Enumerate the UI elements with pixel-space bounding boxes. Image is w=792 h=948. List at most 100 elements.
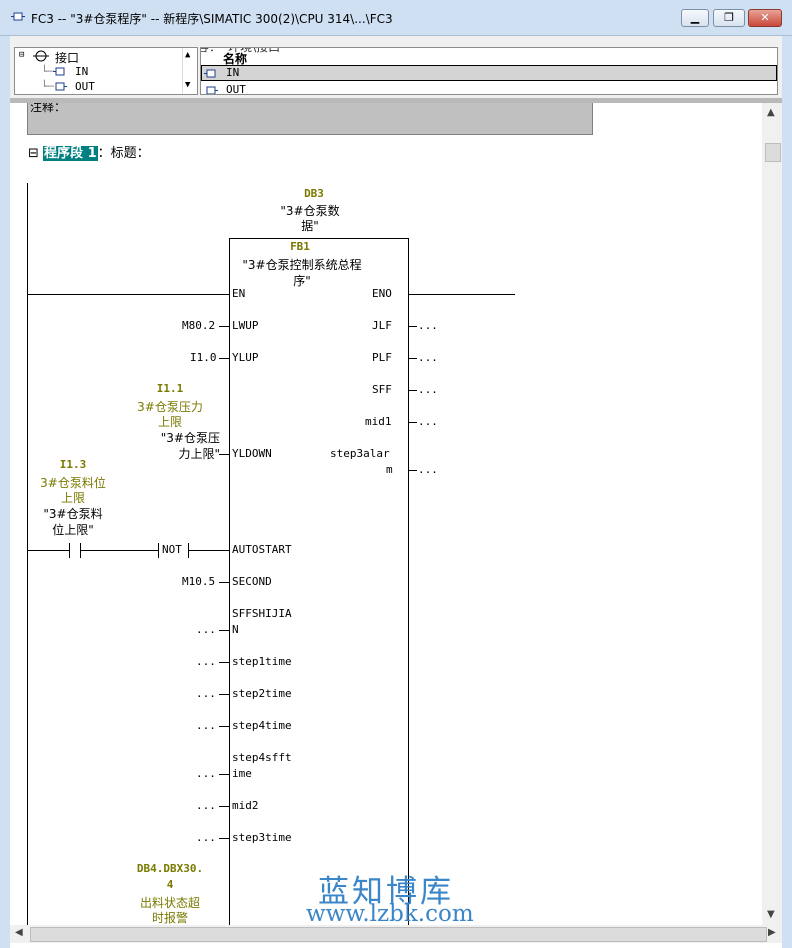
pin-autostart[interactable]: AUTOSTART <box>232 543 292 556</box>
actual-yldown-symbol-line1: "3#仓泵压 <box>160 431 220 445</box>
horizontal-scrollbar[interactable]: ◀ ▶ <box>10 925 782 943</box>
tree-item-in[interactable]: IN <box>75 65 89 78</box>
actual-sffshijian[interactable]: ... <box>196 623 216 636</box>
function-block-box[interactable] <box>229 238 409 925</box>
table-row-selected[interactable] <box>201 65 777 81</box>
function-block-icon <box>11 12 25 21</box>
fb-symbol-line2: 序" <box>293 274 311 288</box>
close-button[interactable]: ✕ <box>748 9 782 27</box>
contact-symbol-line1: "3#仓泵料 <box>43 507 103 521</box>
pin-yldown[interactable]: YLDOWN <box>232 447 272 460</box>
pin-step4sfftime-line2[interactable]: ime <box>232 767 252 780</box>
pin-step2time[interactable]: step2time <box>232 687 292 700</box>
maximize-button[interactable]: ❐ <box>713 9 745 27</box>
wire-mid2 <box>219 806 229 807</box>
pin-plf[interactable]: PLF <box>372 351 392 364</box>
in-param-icon <box>204 69 216 78</box>
output-jlf-value[interactable]: ... <box>418 319 438 332</box>
pin-eno[interactable]: ENO <box>372 287 392 300</box>
instance-db[interactable]: DB3 <box>304 187 324 200</box>
title-bar: FC3 -- "3#仓泵程序" -- 新程序\SIMATIC 300(2)\CP… <box>0 0 792 36</box>
contact-address[interactable]: I1.3 <box>59 458 87 471</box>
pin-ylup[interactable]: YLUP <box>232 351 259 364</box>
tree-root-label[interactable]: 接口 <box>55 51 80 65</box>
ladder-editor[interactable]: 注释： ⊟ 程序段 1：标题： DB3 "3#仓泵数 据" FB1 "3#仓泵控… <box>10 103 762 925</box>
close-icon: ✕ <box>760 11 770 24</box>
actual-lwup[interactable]: M80.2 <box>182 319 216 332</box>
pin-jlf[interactable]: JLF <box>372 319 392 332</box>
scroll-down-icon[interactable]: ▼ <box>767 909 775 920</box>
actual-yldown-address[interactable]: I1.1 <box>156 382 184 395</box>
maximize-icon: ❐ <box>724 11 734 24</box>
column-header-name[interactable]: 名称 <box>223 52 248 66</box>
interface-detail-table[interactable]: 内容： '环境\接口' 名称 IN OUT <box>200 47 778 95</box>
scroll-right-icon[interactable]: ▶ <box>768 927 776 938</box>
actual-step1time[interactable]: ... <box>196 655 216 668</box>
vertical-scrollbar[interactable]: ▲ ▼ <box>762 103 782 925</box>
pin-sffshijian-line1[interactable]: SFFSHIJIA <box>232 607 292 620</box>
actual-second[interactable]: M10.5 <box>182 575 216 588</box>
contact-comment-line1: 3#仓泵料位 <box>40 476 106 490</box>
wire-second <box>219 582 229 583</box>
fb-number[interactable]: FB1 <box>290 240 310 253</box>
pin-step3alarm-line1[interactable]: step3alar <box>330 447 390 460</box>
actual-bottom-address-line1[interactable]: DB4.DBX30. <box>136 862 204 875</box>
table-row-out[interactable]: OUT <box>226 83 246 95</box>
scroll-left-icon[interactable]: ◀ <box>15 927 23 938</box>
network-header: ⊟ 程序段 1：标题： <box>28 142 150 161</box>
scroll-up-icon[interactable]: ▲ <box>185 50 191 60</box>
pin-step3alarm-line2[interactable]: m <box>386 463 393 476</box>
scroll-down-icon[interactable]: ▼ <box>185 80 191 90</box>
pin-step1time[interactable]: step1time <box>232 655 292 668</box>
pin-lwup[interactable]: LWUP <box>232 319 259 332</box>
collapse-icon[interactable]: ⊟ <box>19 50 25 60</box>
panel-splitter[interactable] <box>10 98 782 103</box>
pin-step3time[interactable]: step3time <box>232 831 292 844</box>
minimize-button[interactable]: ▁ <box>681 9 709 27</box>
scroll-up-icon[interactable]: ▲ <box>767 107 775 118</box>
contact-symbol-line2: 位上限" <box>52 523 94 537</box>
out-param-icon <box>206 86 218 94</box>
network-title[interactable]: ：标题： <box>97 146 150 161</box>
actual-step2time[interactable]: ... <box>196 687 216 700</box>
output-mid1-value[interactable]: ... <box>418 415 438 428</box>
table-row-in[interactable]: IN <box>226 66 240 79</box>
pin-mid1[interactable]: mid1 <box>365 415 392 428</box>
actual-step3time[interactable]: ... <box>196 831 216 844</box>
tree-item-out[interactable]: OUT <box>75 80 95 93</box>
comment-box[interactable]: 注释： <box>27 103 593 135</box>
wire-step4time <box>219 726 229 727</box>
output-plf-value[interactable]: ... <box>418 351 438 364</box>
instance-db-symbol-line2: 据" <box>301 219 319 233</box>
pin-mid2[interactable]: mid2 <box>232 799 259 812</box>
output-step3alarm-value[interactable]: ... <box>418 463 438 476</box>
actual-mid2[interactable]: ... <box>196 799 216 812</box>
wire-step2time <box>219 694 229 695</box>
wire-contact-in <box>27 550 69 551</box>
output-sff-value[interactable]: ... <box>418 383 438 396</box>
network-label[interactable]: 程序段 1 <box>43 146 98 161</box>
actual-step4sfftime[interactable]: ... <box>196 767 216 780</box>
actual-step4time[interactable]: ... <box>196 719 216 732</box>
watermark-title: 蓝知博库 <box>318 874 454 910</box>
not-contact[interactable]: NOT <box>162 543 182 556</box>
window-border-right <box>782 36 792 948</box>
pin-step4sfftime-line1[interactable]: step4sfft <box>232 751 292 764</box>
tree-scrollbar[interactable]: ▲ ▼ <box>182 48 197 94</box>
pin-sff[interactable]: SFF <box>372 383 392 396</box>
pin-sffshijian-line2[interactable]: N <box>232 623 239 636</box>
pin-second[interactable]: SECOND <box>232 575 272 588</box>
watermark-url: www.lzbk.com <box>306 901 474 927</box>
pin-step4time[interactable]: step4time <box>232 719 292 732</box>
actual-ylup[interactable]: I1.0 <box>190 351 217 364</box>
network-collapse-icon[interactable]: ⊟ <box>28 146 39 161</box>
horizontal-scroll-thumb[interactable] <box>30 927 767 942</box>
wire-yldown <box>219 454 229 455</box>
interface-tree[interactable]: ⊟ 接口 └┄ IN └┄ OUT ▲ ▼ <box>14 47 198 95</box>
wire-step3time <box>219 838 229 839</box>
actual-bottom-address-line2[interactable]: 4 <box>166 878 174 891</box>
actual-yldown-symbol-line2: 力上限" <box>178 447 220 461</box>
vertical-scroll-thumb[interactable] <box>765 143 781 162</box>
contact-i13-left[interactable] <box>69 543 70 558</box>
pin-en[interactable]: EN <box>232 287 246 300</box>
